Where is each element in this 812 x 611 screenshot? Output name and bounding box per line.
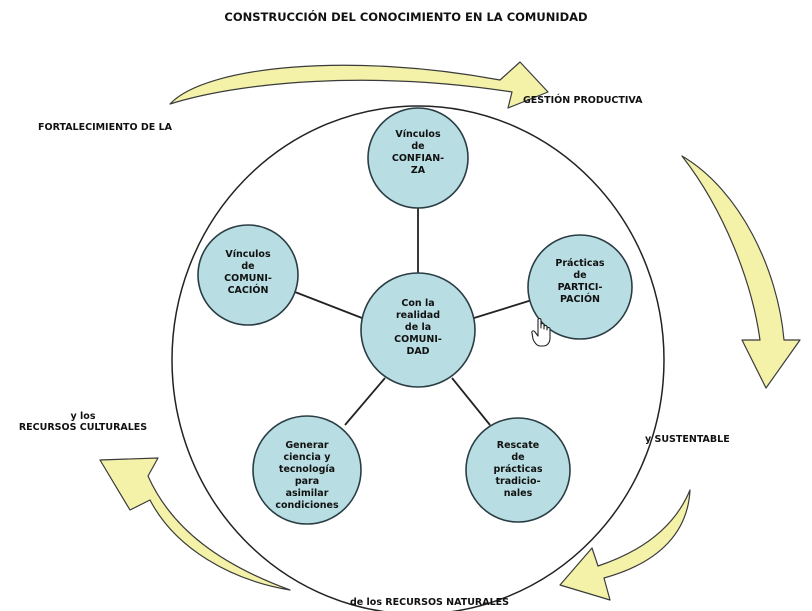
label-gestion-productiva: GESTIÓN PRODUCTIVA — [523, 95, 643, 106]
node-circle-center — [360, 272, 476, 388]
connector-bottom-right — [451, 377, 491, 426]
node-practicas-participacion: Prácticas de PARTICI- PACIÓN — [555, 258, 605, 305]
node-circle-left — [197, 224, 299, 326]
label-recursos-culturales-line2: RECURSOS CULTURALES — [18, 422, 148, 433]
label-recursos-culturales: y los RECURSOS CULTURALES — [8, 411, 158, 433]
node-rescate-practicas: Rescate de prácticas tradicio- nales — [493, 440, 543, 499]
arrow-bottom-right — [559, 489, 691, 601]
page-title: CONSTRUCCIÓN DEL CONOCIMIENTO EN LA COMU… — [224, 10, 588, 24]
node-circle-top — [367, 107, 469, 209]
node-circle-right — [527, 234, 633, 340]
connector-bottom-left — [344, 377, 386, 426]
node-circle-bottom-left — [252, 415, 362, 525]
connector-lines — [294, 205, 533, 426]
node-center-comunidad: Con la realidad de la COMUNI- DAD — [394, 298, 442, 357]
arrow-right — [681, 155, 801, 389]
node-circle-bottom-right — [465, 417, 571, 523]
label-fortalecimiento: FORTALECIMIENTO DE LA — [38, 122, 172, 133]
arrow-left — [99, 457, 291, 591]
node-vinculos-comunicacion: Vínculos de COMUNI- CACIÓN — [224, 249, 272, 296]
hand-cursor-icon — [531, 317, 551, 347]
label-sustentable: y SUSTENTABLE — [645, 434, 730, 445]
connector-right — [473, 299, 533, 319]
connector-left — [294, 291, 363, 319]
node-generar-ciencia: Generar ciencia y tecnología para asimil… — [275, 440, 339, 511]
node-vinculos-confianza: Vínculos de CONFIAN- ZA — [391, 129, 445, 176]
label-recursos-naturales: de los RECURSOS NATURALES — [350, 597, 509, 608]
arrow-top — [169, 61, 549, 109]
label-recursos-culturales-line1: y los — [70, 411, 96, 422]
